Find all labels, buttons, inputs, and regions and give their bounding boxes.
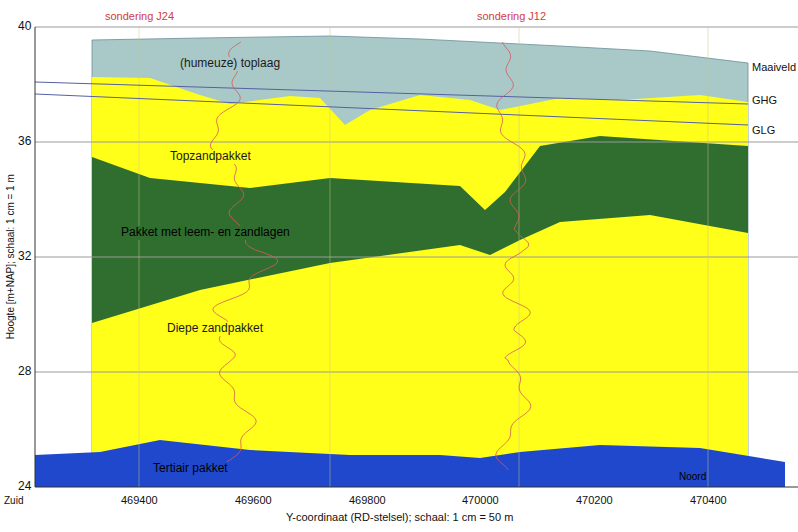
- surface-label: Maaiveld: [752, 61, 796, 74]
- grid-line: [519, 27, 520, 487]
- axis-title: Hoogte [m+NAP]; schaal: 1 cm = 1 m: [5, 174, 17, 339]
- tick-label: 24: [18, 480, 31, 494]
- grid-line: [139, 27, 140, 487]
- x-axis: [35, 487, 798, 488]
- tick-label: 40: [18, 20, 31, 34]
- layer-label: Diepe zandpakket: [165, 322, 265, 336]
- axis-title: Y-coordinaat (RD-stelsel); schaal: 1 cm …: [286, 511, 513, 524]
- grid-line: [35, 257, 798, 258]
- layer-label: (humeuze) toplaag: [178, 57, 282, 71]
- tick-label: 470200: [576, 494, 613, 507]
- grid-line: [35, 27, 798, 28]
- grid-line: [35, 372, 798, 373]
- tick-label: 469800: [349, 494, 386, 507]
- tick-label: 469600: [235, 494, 272, 507]
- cpt-trace: [210, 42, 277, 470]
- probe-label: sondering J12: [477, 10, 546, 23]
- grid-line: [708, 27, 709, 487]
- layer-label: Tertiair pakket: [151, 462, 230, 476]
- tick-label: 32: [18, 250, 31, 264]
- ghg-line: [35, 82, 748, 104]
- probe-label: sondering J24: [105, 10, 174, 23]
- sand-layer: Diepe zandpakket: [35, 27, 798, 487]
- tick-label: 470000: [462, 494, 499, 507]
- groundwater-label: GHG: [752, 94, 777, 107]
- layer-shape: [35, 27, 798, 487]
- tick-label: 469400: [121, 494, 158, 507]
- cpt-trace: [496, 42, 531, 470]
- direction-label: Zuid: [4, 495, 23, 507]
- grid-line: [35, 142, 798, 143]
- tick-label: 36: [18, 135, 31, 149]
- layer-label: Topzandpakket: [168, 150, 253, 164]
- tick-label: 470400: [690, 494, 727, 507]
- layer-shape: [35, 27, 798, 487]
- tick-label: 28: [18, 365, 31, 379]
- grid-line: [330, 27, 331, 487]
- direction-label: Noord: [679, 471, 706, 483]
- layer-label: Pakket met leem- en zandlagen: [119, 226, 292, 240]
- y-axis: [35, 27, 36, 487]
- groundwater-label: GLG: [752, 124, 775, 137]
- tertiary-layer: Tertiair pakket: [35, 27, 798, 487]
- glg-line: [35, 94, 748, 125]
